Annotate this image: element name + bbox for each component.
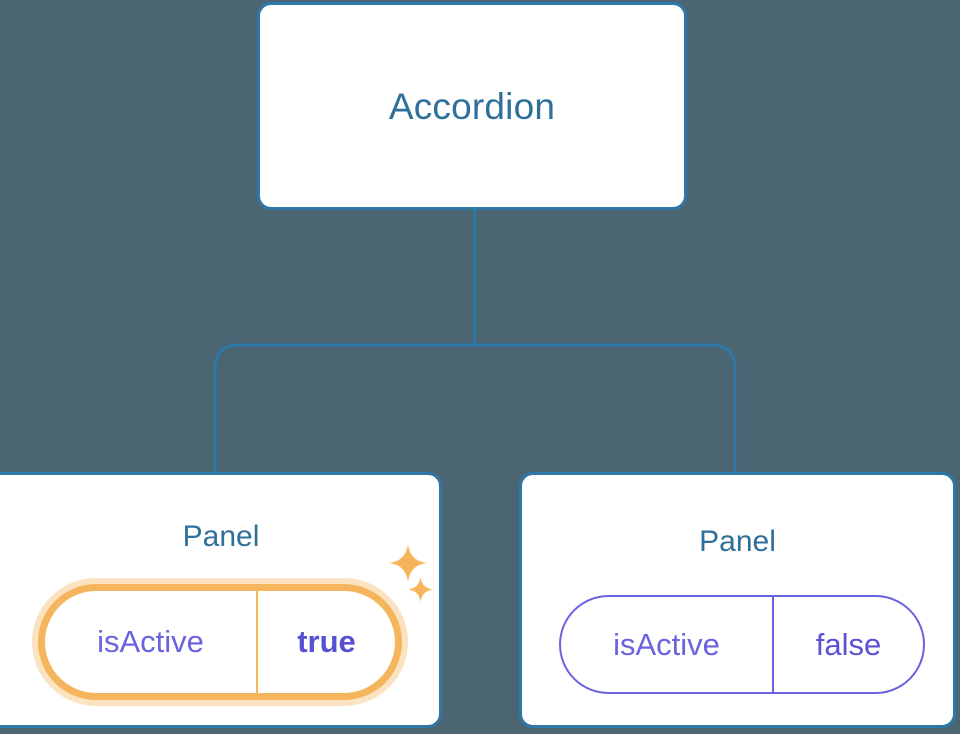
sparkle-large-icon	[389, 544, 427, 582]
node-accordion-title: Accordion	[388, 85, 556, 127]
connector-branch-left	[213, 343, 475, 474]
prop-pill-is-active-true[interactable]: isActive true	[38, 584, 402, 700]
prop-pill-is-active-false[interactable]: isActive false	[559, 595, 925, 694]
prop-value-true: true	[297, 624, 356, 659]
node-panel-right-title: Panel	[699, 525, 776, 558]
connector-branch-right	[475, 343, 737, 474]
prop-key-is-active: isActive	[45, 591, 258, 693]
node-panel-right[interactable]: Panel isActive false	[519, 472, 956, 728]
node-panel-left-title: Panel	[182, 520, 260, 553]
node-accordion[interactable]: Accordion	[257, 2, 687, 210]
prop-value-false: false	[815, 626, 882, 662]
prop-key-is-active: isActive	[561, 597, 774, 692]
sparkle-small-icon	[408, 577, 433, 602]
